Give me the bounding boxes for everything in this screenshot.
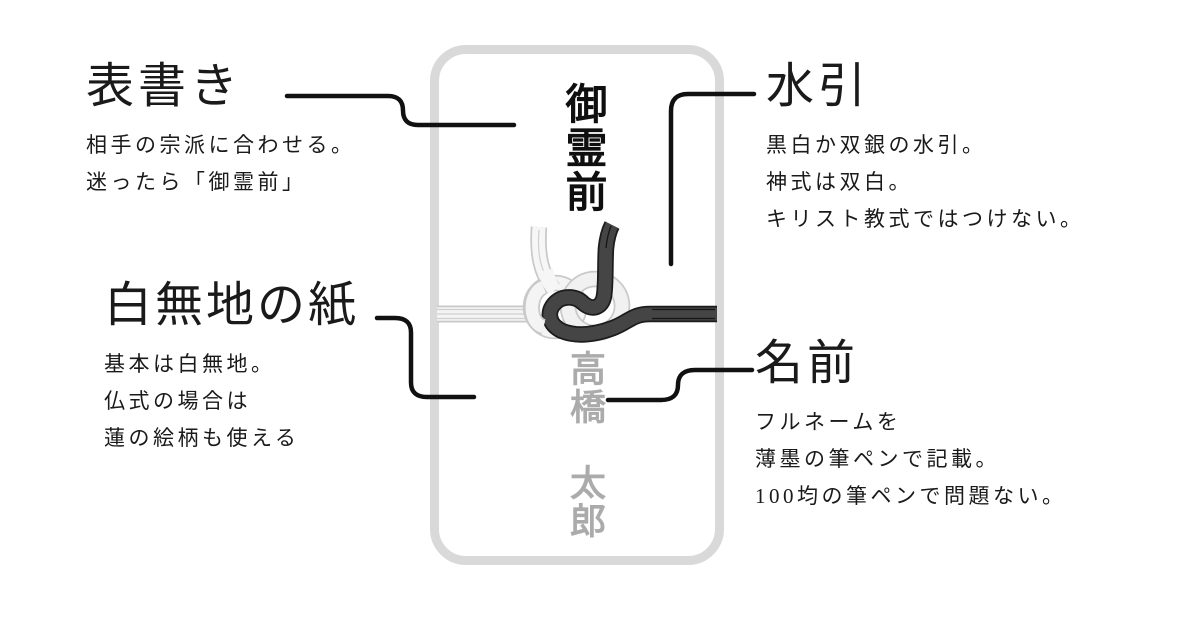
annotation-mizuhiki: 水引 黒白か双銀の水引。 神式は双白。 キリスト教式ではつけない。 bbox=[766, 58, 1085, 238]
annotation-shiromuji-body: 基本は白無地。 仏式の場合は 蓮の絵柄も使える bbox=[104, 346, 359, 457]
annotation-namae-body: フルネームを 薄墨の筆ペンで記載。 100均の筆ペンで問題ない。 bbox=[755, 404, 1067, 515]
annotation-line: 黒白か双銀の水引。 bbox=[766, 133, 987, 157]
annotation-omotegaki-title: 表書き bbox=[86, 60, 243, 113]
annotation-line: 神式は双白。 bbox=[766, 170, 913, 194]
annotation-line: フルネームを bbox=[755, 410, 902, 434]
annotation-mizuhiki-body: 黒白か双銀の水引。 神式は双白。 キリスト教式ではつけない。 bbox=[766, 127, 1085, 238]
annotation-shiromuji: 白無地の紙 基本は白無地。 仏式の場合は 蓮の絵柄も使える bbox=[104, 277, 359, 457]
annotation-omotegaki: 表書き 相手の宗派に合わせる。 迷ったら「御霊前」 bbox=[86, 58, 356, 201]
annotation-line: 仏式の場合は bbox=[104, 389, 251, 413]
annotation-line: 蓮の絵柄も使える bbox=[104, 426, 300, 450]
annotation-namae: 名前 フルネームを 薄墨の筆ペンで記載。 100均の筆ペンで問題ない。 bbox=[755, 335, 1067, 515]
annotation-namae-title: 名前 bbox=[755, 337, 860, 390]
annotation-line: 迷ったら「御霊前」 bbox=[86, 170, 307, 194]
annotation-line: 薄墨の筆ペンで記載。 bbox=[755, 447, 1000, 471]
envelope-name-text: 高橋 太郎 bbox=[565, 350, 605, 540]
annotation-mizuhiki-title: 水引 bbox=[766, 60, 871, 113]
annotation-line: 相手の宗派に合わせる。 bbox=[86, 133, 356, 157]
envelope-front-writing: 御霊前 bbox=[559, 82, 605, 214]
annotation-line: 基本は白無地。 bbox=[104, 352, 276, 376]
annotation-line: 100均の筆ペンで問題ない。 bbox=[755, 484, 1067, 508]
annotation-shiromuji-title: 白無地の紙 bbox=[104, 279, 360, 332]
annotation-line: キリスト教式ではつけない。 bbox=[766, 207, 1085, 231]
annotation-omotegaki-body: 相手の宗派に合わせる。 迷ったら「御霊前」 bbox=[86, 127, 356, 201]
